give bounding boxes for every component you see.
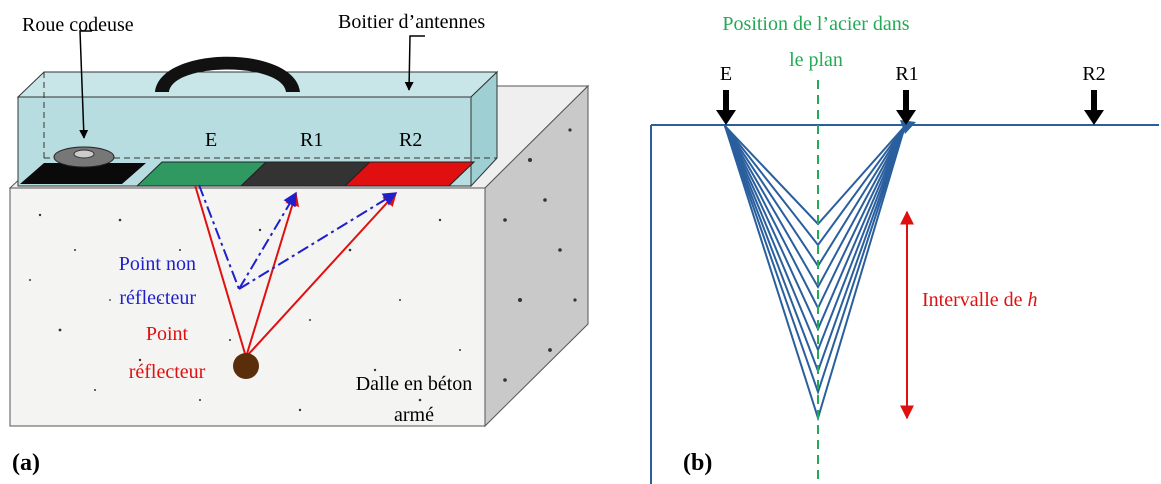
b-e-label: E — [720, 63, 732, 85]
blue-ray — [198, 184, 240, 290]
wave-paths — [724, 125, 906, 422]
reflector-point — [233, 353, 259, 379]
panel-b-label: (b) — [683, 450, 712, 476]
panel-a-label: (a) — [12, 450, 40, 476]
slab-side-face — [484, 84, 589, 428]
wheel-hub — [73, 149, 95, 159]
red-ray — [245, 191, 397, 358]
interval-text: Intervalle de — [922, 289, 1028, 311]
reflector-label-1: Point — [146, 323, 189, 345]
concrete-speckles — [29, 128, 577, 412]
box-leader — [404, 35, 425, 91]
antenna-markers — [716, 90, 1104, 125]
box-top — [16, 71, 499, 98]
interval-var: h — [1028, 289, 1038, 311]
b-r1-label: R1 — [895, 63, 918, 85]
reflector-label-2: réflecteur — [129, 361, 206, 383]
wheel-pad — [20, 163, 146, 184]
red-ray — [245, 191, 300, 358]
slab-front-face — [9, 187, 486, 427]
wheel-leader — [79, 30, 92, 139]
non-reflector-label-2: réflecteur — [119, 287, 196, 309]
handle-icon — [155, 56, 300, 92]
interval-label: Intervalle de h — [922, 289, 1038, 311]
red-ray — [194, 184, 247, 358]
antenna-e-label: E — [205, 129, 217, 151]
non-reflector-label-1: Point non — [119, 253, 196, 275]
antenna-r2 — [343, 161, 476, 187]
receiver-arrowhead — [900, 120, 916, 134]
box-label: Boitier d’antennes — [338, 11, 485, 33]
antenna-r1-label: R1 — [300, 129, 323, 151]
steel-label-1: Position de l’acier dans — [722, 13, 909, 35]
panel-b: Position de l’acier dans le plan E R1 R2… — [650, 13, 1159, 484]
blue-ray — [238, 192, 398, 290]
steel-label-2: le plan — [789, 49, 843, 71]
blue-ray — [238, 191, 297, 290]
slab-label-1: Dalle en béton — [356, 373, 473, 395]
antenna-r2-label: R2 — [399, 129, 422, 151]
wheel-label: Roue codeuse — [22, 14, 134, 36]
panel-a: Roue codeuse Boitier d’antennes E R1 R2 … — [8, 11, 590, 476]
slab-label-2: armé — [394, 404, 434, 426]
b-r2-label: R2 — [1082, 63, 1105, 85]
